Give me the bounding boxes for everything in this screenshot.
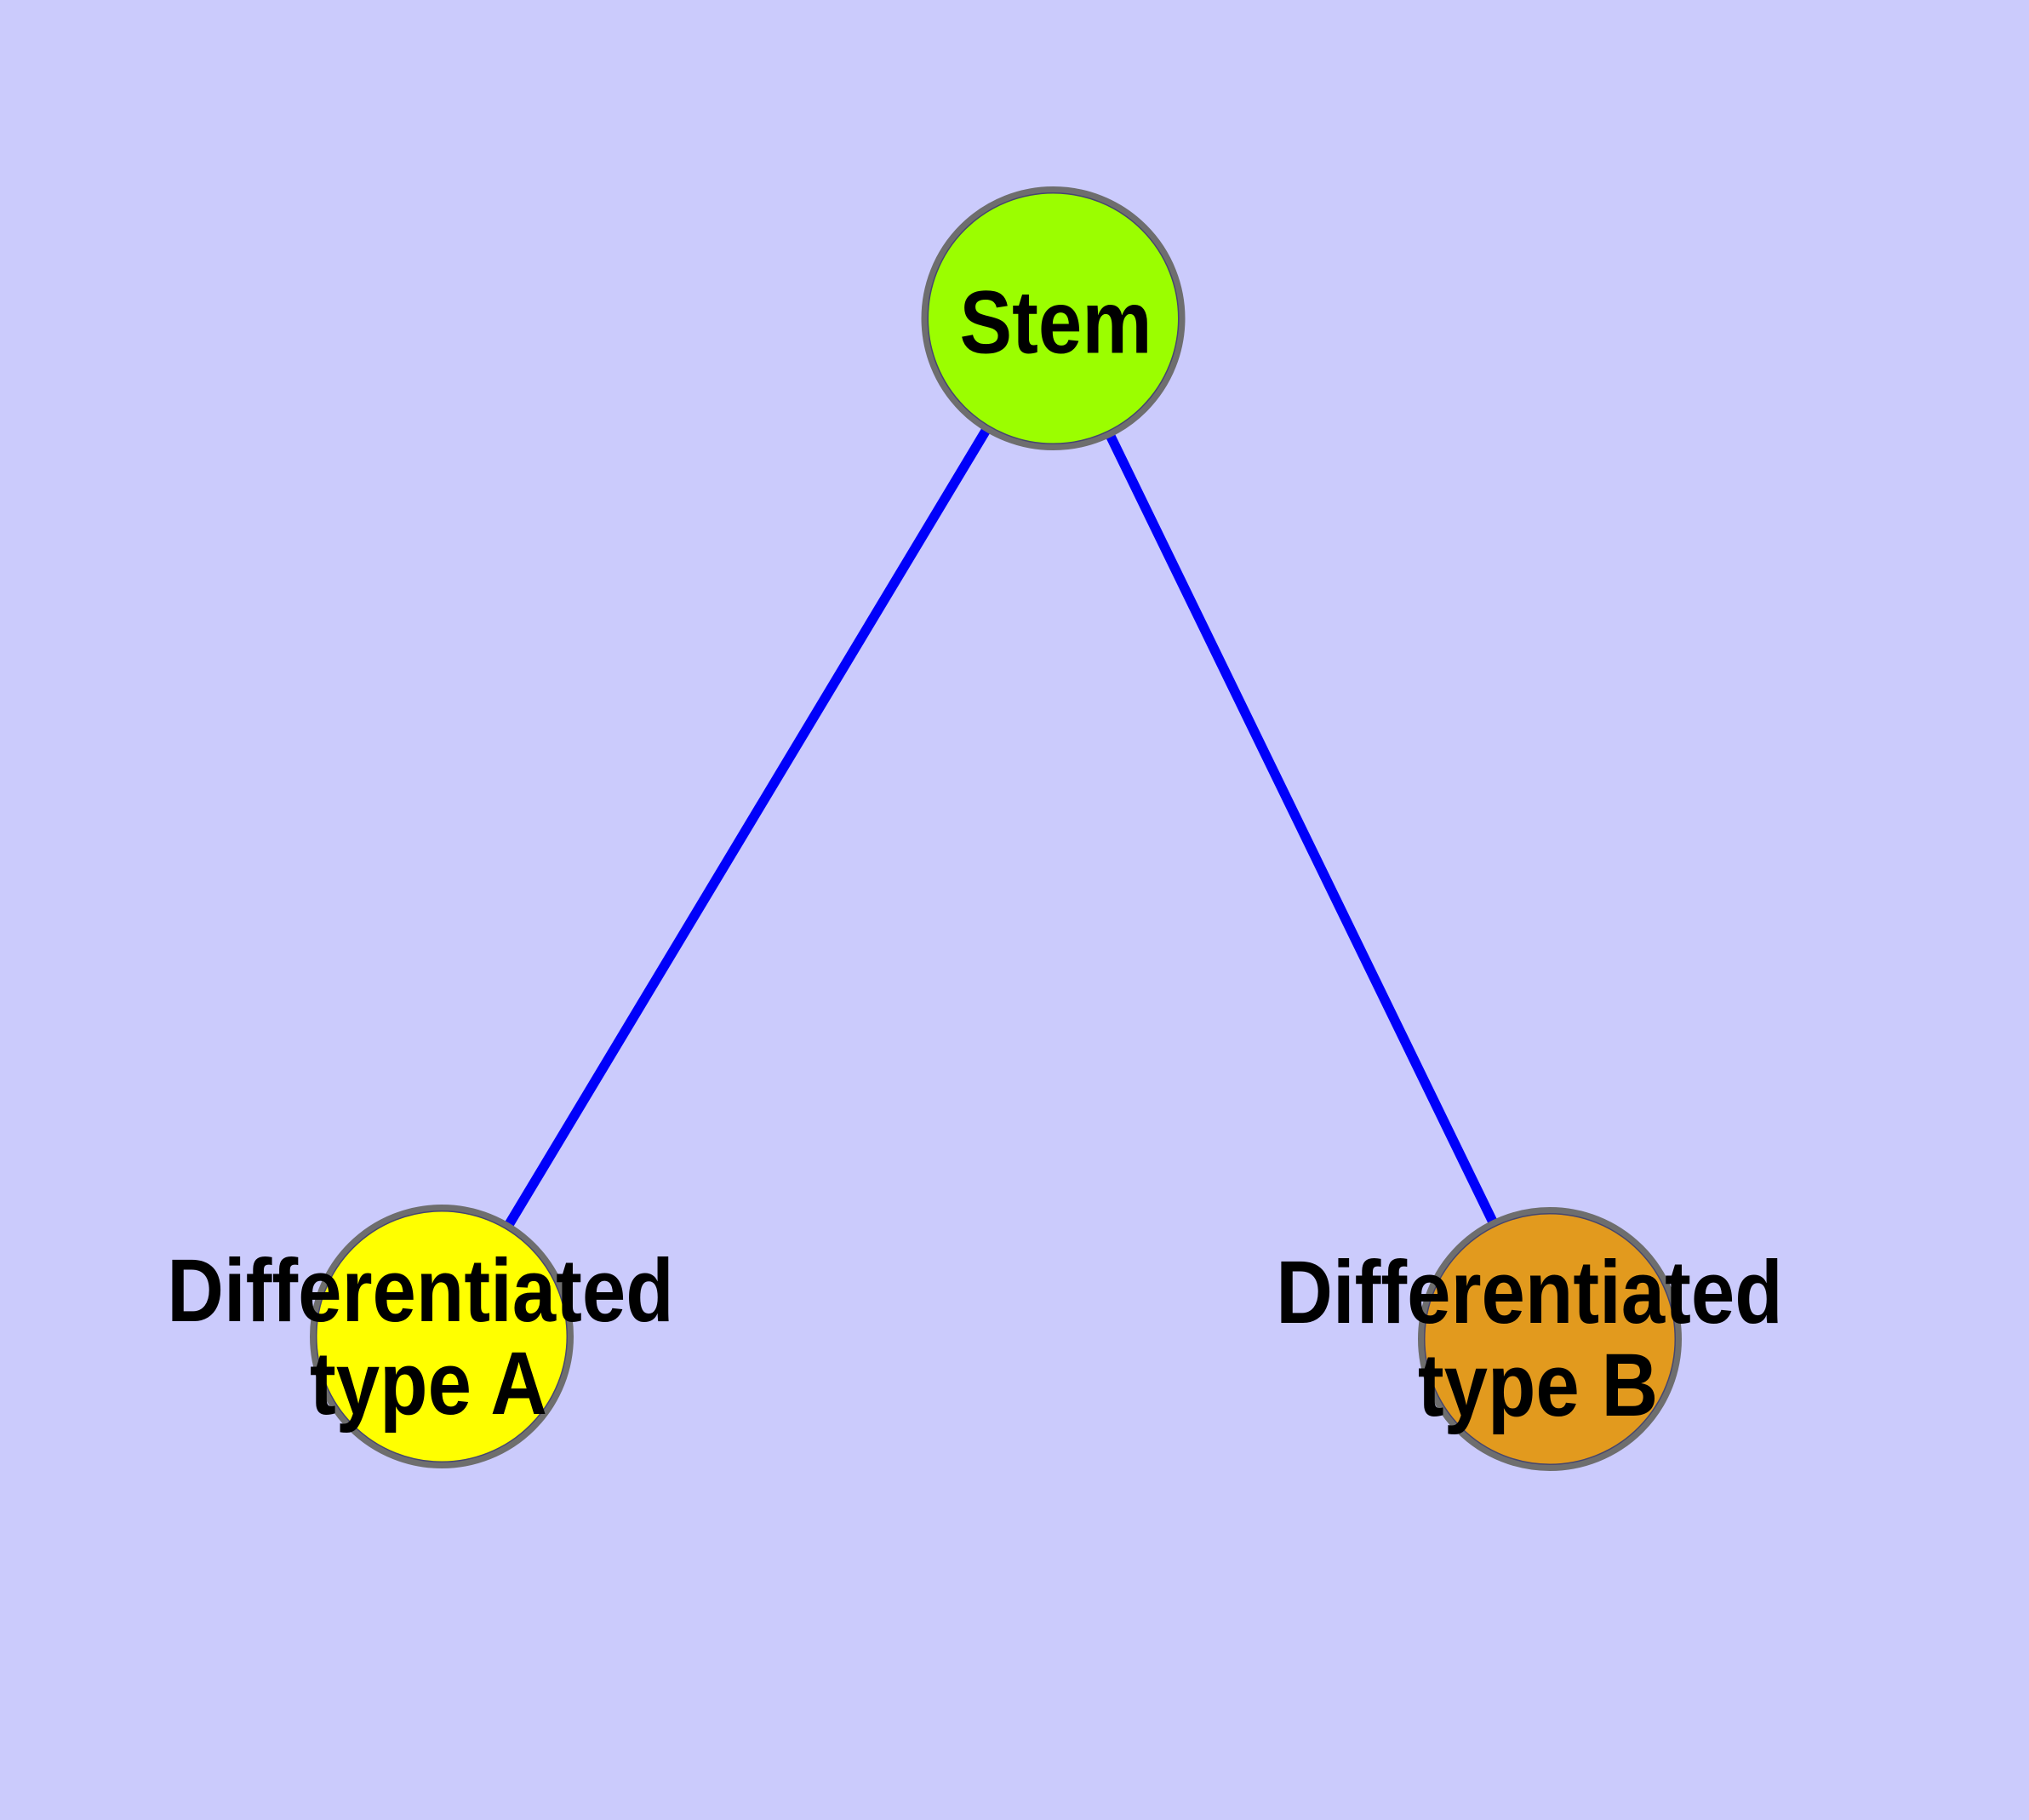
svg-text:Differentiated: Differentiated bbox=[1276, 1241, 1782, 1342]
svg-text:type B: type B bbox=[1418, 1334, 1658, 1434]
svg-text:type A: type A bbox=[310, 1332, 547, 1433]
svg-text:Stem: Stem bbox=[960, 272, 1152, 372]
svg-text:Differentiated: Differentiated bbox=[167, 1239, 673, 1340]
